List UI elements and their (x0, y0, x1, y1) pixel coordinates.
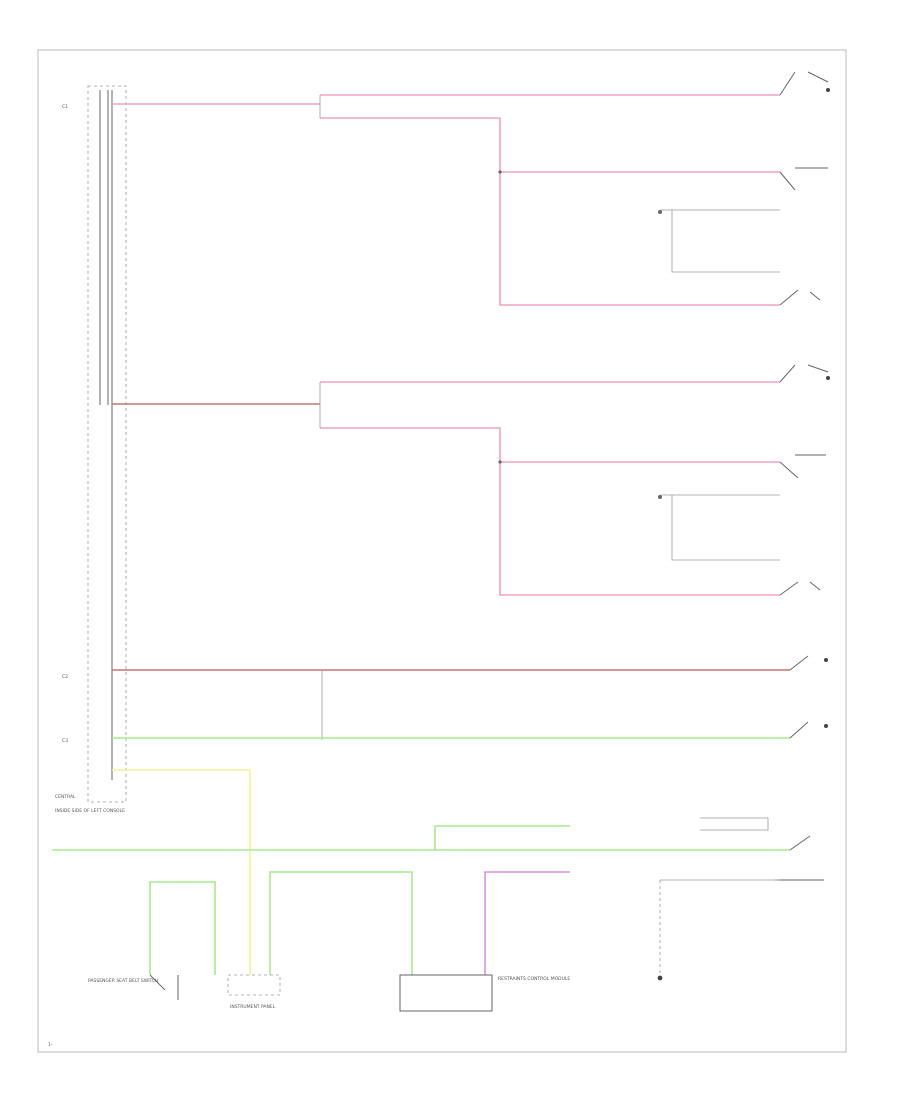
module-box (87, 85, 127, 803)
splice-icon (498, 170, 502, 174)
switch-icon (779, 289, 821, 306)
switch-icon (779, 71, 830, 96)
wire-top-branch-2 (320, 117, 780, 306)
wire-yellow (112, 769, 251, 975)
c3-label: C3 (62, 738, 68, 744)
wire-violet (484, 871, 570, 975)
left-switch-label: PASSENGER SEAT BELT SWITCH (88, 978, 159, 984)
wire-green-2 (52, 825, 570, 851)
top-circuit-group (112, 94, 780, 306)
splice-icon (498, 460, 502, 464)
middle-circuit-group (112, 381, 780, 596)
c2-label: C2 (62, 674, 68, 680)
switch-icon (789, 655, 828, 671)
module-note-label: INSIDE SIDE OF LEFT CONSOLE (55, 808, 125, 814)
corner-note: 1- (48, 1042, 53, 1048)
c1-label: C1 (62, 104, 68, 110)
module-name-label: CENTRAL (55, 794, 76, 800)
ground-icon (657, 975, 663, 981)
wire-mid-branch-2 (320, 427, 780, 596)
cluster-label: INSTRUMENT PANEL (230, 1004, 276, 1010)
wire-green-5 (269, 871, 413, 975)
wire-green-4 (149, 881, 216, 975)
ground-icon (658, 210, 662, 214)
switch-icon (149, 974, 179, 1000)
switch-icon (779, 364, 830, 383)
center-block (399, 974, 493, 1012)
center-block-label: RESTRAINTS CONTROL MODULE (498, 976, 570, 982)
switch-icon (789, 721, 828, 739)
switch-icon (779, 167, 828, 191)
switch-icon (779, 454, 826, 479)
switch-icon (779, 581, 821, 596)
ground-icon (658, 495, 662, 499)
diagram-frame (37, 49, 847, 1053)
switch-icon (775, 835, 824, 881)
cluster-box (227, 974, 281, 996)
